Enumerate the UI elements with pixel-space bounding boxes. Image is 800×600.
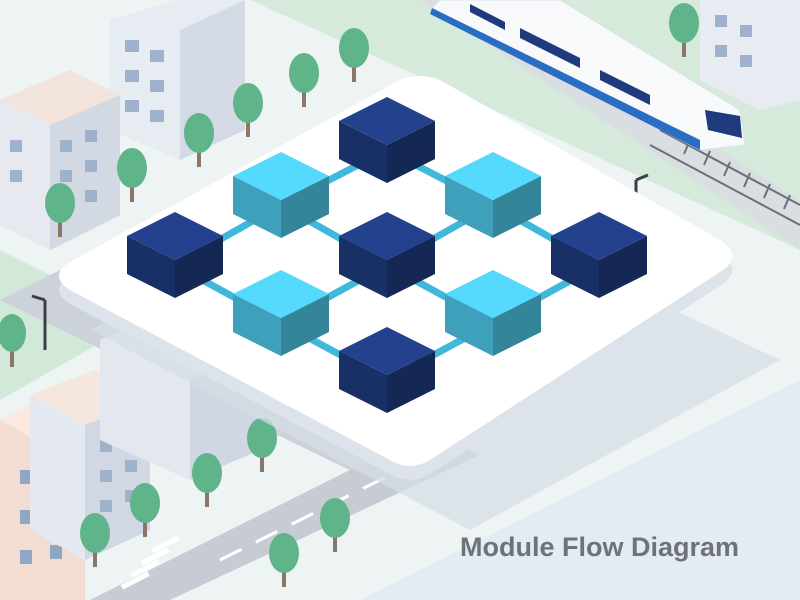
module-top-right-face <box>387 121 435 183</box>
module-center-top-face <box>339 212 435 260</box>
module-lower-right-right-face <box>493 294 541 356</box>
module-top <box>339 97 435 183</box>
module-right <box>551 212 647 298</box>
diagram-caption: Module Flow Diagram <box>460 532 740 562</box>
module-lower-left-right-face <box>281 294 329 356</box>
module-lower-right-left-face <box>445 294 493 356</box>
module-right-right-face <box>599 236 647 298</box>
module-left-top-face <box>127 212 223 260</box>
module-center-right-face <box>387 236 435 298</box>
module-right-top-face <box>551 212 647 260</box>
module-upper-left-left-face <box>233 176 281 238</box>
street-lamp-left <box>31 294 47 350</box>
module-upper-left <box>233 152 329 238</box>
module-bottom <box>339 327 435 413</box>
module-bottom-top-face <box>339 327 435 375</box>
module-upper-left-top-face <box>233 152 329 200</box>
module-bottom-right-face <box>387 351 435 413</box>
railway-tracks <box>649 129 800 226</box>
module-top-left-face <box>339 121 387 183</box>
trees <box>0 3 699 587</box>
crosswalk <box>120 535 180 590</box>
module-center <box>339 212 435 298</box>
module-lower-left <box>233 270 329 356</box>
module-left <box>127 212 223 298</box>
module-lower-right-top-face <box>445 270 541 318</box>
module-center-left-face <box>339 236 387 298</box>
module-right-left-face <box>551 236 599 298</box>
building-top-left <box>110 0 245 160</box>
module-lower-right <box>445 270 541 356</box>
module-top-top-face <box>339 97 435 145</box>
train <box>429 0 746 151</box>
module-left-left-face <box>127 236 175 298</box>
railway-bed <box>420 0 800 250</box>
module-left-right-face <box>175 236 223 298</box>
module-upper-left-right-face <box>281 176 329 238</box>
water-area <box>360 380 800 600</box>
module-lower-left-left-face <box>233 294 281 356</box>
module-lower-left-top-face <box>233 270 329 318</box>
road-marking <box>219 468 401 562</box>
building-right-top <box>700 0 800 110</box>
module-upper-right-top-face <box>445 152 541 200</box>
module-upper-right-right-face <box>493 176 541 238</box>
module-bottom-left-face <box>339 351 387 413</box>
module-upper-right-left-face <box>445 176 493 238</box>
module-upper-right <box>445 152 541 238</box>
module-nodes <box>127 97 647 413</box>
